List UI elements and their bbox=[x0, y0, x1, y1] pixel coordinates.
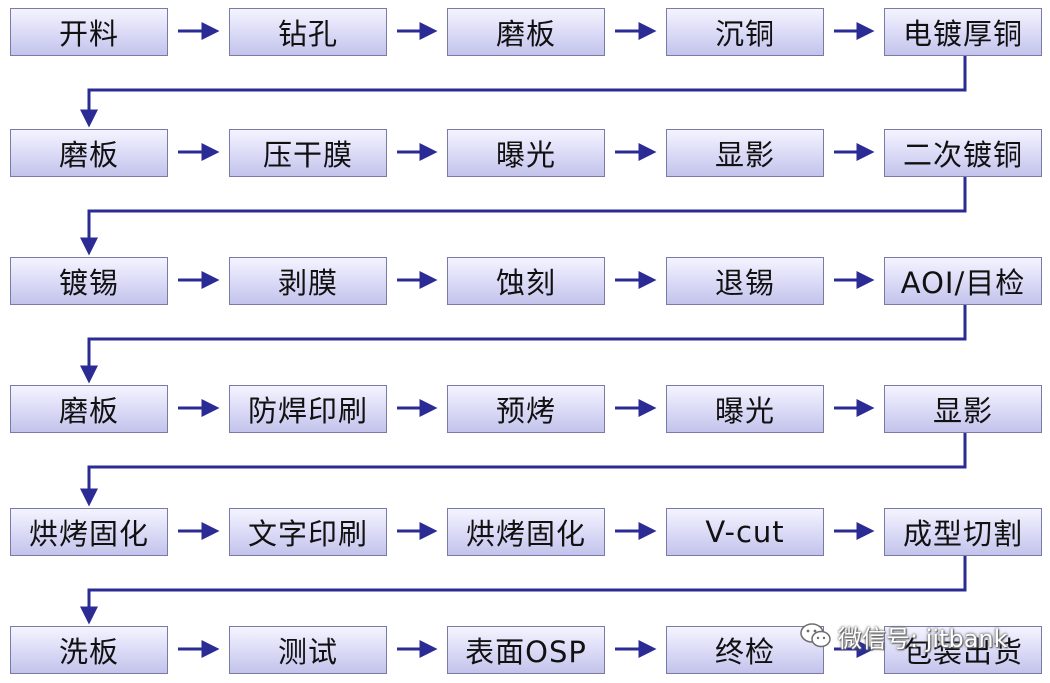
step-box: 预烤 bbox=[447, 385, 605, 433]
watermark: 微信号: jitbank bbox=[800, 618, 1008, 654]
step-box: 成型切割 bbox=[884, 508, 1042, 556]
row-wrap-arrow bbox=[80, 177, 967, 256]
step-box: 电镀厚铜 bbox=[884, 8, 1042, 56]
row-wrap-arrow bbox=[80, 433, 967, 507]
step-box: 磨板 bbox=[10, 129, 168, 177]
step-box: 洗板 bbox=[10, 626, 168, 674]
step-box: 曝光 bbox=[666, 385, 824, 433]
step-box: V-cut bbox=[666, 508, 824, 556]
step-box: 磨板 bbox=[10, 385, 168, 433]
step-box: 镀锡 bbox=[10, 257, 168, 305]
step-box: 退锡 bbox=[666, 257, 824, 305]
watermark-text: 微信号: jitbank bbox=[838, 624, 1008, 653]
step-box: 显影 bbox=[884, 385, 1042, 433]
step-box: 二次镀铜 bbox=[884, 129, 1042, 177]
step-box: 烘烤固化 bbox=[10, 508, 168, 556]
step-box: 包装出货 bbox=[884, 626, 1042, 674]
row-wrap-arrow bbox=[80, 305, 967, 384]
step-box: 开料 bbox=[10, 8, 168, 56]
step-box: 防焊印刷 bbox=[229, 385, 387, 433]
step-box: 表面OSP bbox=[447, 626, 605, 674]
step-box: 磨板 bbox=[447, 8, 605, 56]
step-box: 沉铜 bbox=[666, 8, 824, 56]
step-box: 文字印刷 bbox=[229, 508, 387, 556]
row-wrap-arrow bbox=[80, 556, 967, 625]
wechat-icon bbox=[800, 623, 831, 648]
step-box: 显影 bbox=[666, 129, 824, 177]
step-box: 烘烤固化 bbox=[447, 508, 605, 556]
step-box: 曝光 bbox=[447, 129, 605, 177]
step-box: 压干膜 bbox=[229, 129, 387, 177]
step-box: 剥膜 bbox=[229, 257, 387, 305]
step-box: 终检 bbox=[666, 626, 824, 674]
step-box: 钻孔 bbox=[229, 8, 387, 56]
step-box: 蚀刻 bbox=[447, 257, 605, 305]
row-wrap-arrow bbox=[80, 56, 967, 128]
step-box: AOI/目检 bbox=[884, 257, 1042, 305]
step-box: 测试 bbox=[229, 626, 387, 674]
